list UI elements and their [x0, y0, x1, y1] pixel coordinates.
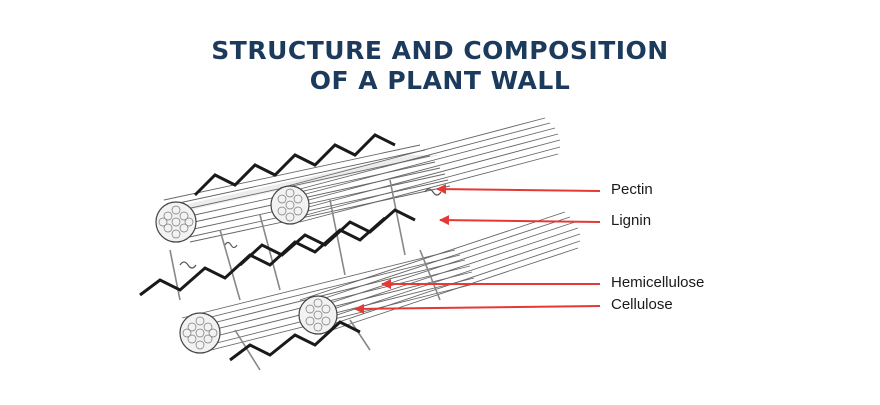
label-arrows	[354, 184, 601, 314]
lignin-network	[139, 133, 416, 362]
label-cellulose: Cellulose	[611, 296, 673, 313]
hemicellulose-strands	[169, 179, 441, 371]
lignin-arrow	[439, 215, 601, 226]
pectin-squiggles	[179, 188, 442, 269]
cellulose-bundle-upper-right	[270, 117, 561, 225]
label-pectin: Pectin	[611, 181, 653, 198]
cellulose-arrow	[354, 303, 601, 314]
title-line-1: STRUCTURE AND COMPOSITION	[211, 36, 669, 65]
pectin-arrow	[436, 184, 601, 195]
label-hemicellulose: Hemicellulose	[611, 274, 705, 291]
diagram-title: STRUCTURE AND COMPOSITION OF A PLANT WAL…	[0, 36, 880, 96]
cellulose-bundle-lower-right	[298, 211, 581, 335]
label-lignin: Lignin	[611, 212, 652, 229]
title-line-2: OF A PLANT WALL	[309, 66, 571, 95]
